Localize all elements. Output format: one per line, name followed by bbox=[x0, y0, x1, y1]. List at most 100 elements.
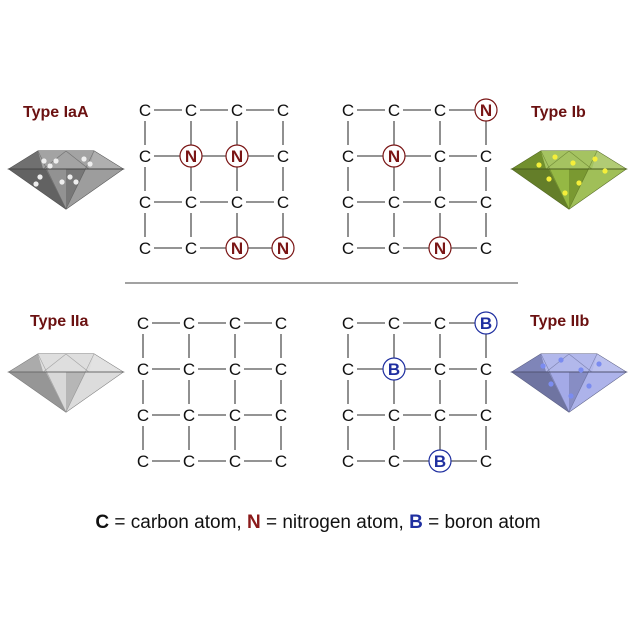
impurity-dot bbox=[562, 190, 568, 196]
impurity-dot bbox=[540, 363, 546, 369]
carbon-atom: C bbox=[434, 147, 446, 166]
nitrogen-atom-ring bbox=[474, 98, 498, 122]
label-type-ib: Type Ib bbox=[531, 104, 586, 121]
carbon-atom: C bbox=[434, 360, 446, 379]
carbon-atom: C bbox=[434, 314, 446, 333]
carbon-atom: C bbox=[388, 452, 400, 471]
boron-atom: B bbox=[434, 452, 446, 471]
carbon-atom: C bbox=[342, 406, 354, 425]
carbon-atom: C bbox=[185, 193, 197, 212]
legend-carbon-text: = carbon atom, bbox=[109, 512, 247, 533]
label-type-iib: Type IIb bbox=[530, 313, 590, 330]
diamond-gem-icon-iaa bbox=[7, 150, 125, 210]
carbon-atom: C bbox=[480, 406, 492, 425]
legend: C = carbon atom, N = nitrogen atom, B = … bbox=[0, 512, 636, 534]
lattice-bonds bbox=[347, 322, 487, 462]
carbon-atom: C bbox=[277, 193, 289, 212]
carbon-atom: C bbox=[139, 147, 151, 166]
nitrogen-atom-ring bbox=[382, 144, 406, 168]
carbon-atom: C bbox=[277, 101, 289, 120]
carbon-atom: C bbox=[137, 314, 149, 333]
nitrogen-atom-ring bbox=[225, 144, 249, 168]
nitrogen-atom: N bbox=[388, 147, 400, 166]
legend-boron-text: = boron atom bbox=[422, 512, 541, 533]
lattice-bonds bbox=[142, 322, 282, 462]
impurity-dot bbox=[568, 393, 574, 399]
legend-carbon-symbol: C bbox=[95, 512, 110, 533]
lattice-bonds bbox=[144, 109, 284, 249]
carbon-atom: C bbox=[229, 360, 241, 379]
impurity-dot bbox=[87, 161, 93, 167]
nitrogen-atom: N bbox=[480, 101, 492, 120]
nitrogen-atom-ring bbox=[225, 236, 249, 260]
impurity-dot bbox=[67, 174, 73, 180]
boron-atom-ring bbox=[382, 357, 406, 381]
carbon-atom: C bbox=[231, 193, 243, 212]
impurity-dot bbox=[37, 174, 43, 180]
boron-atom: B bbox=[388, 360, 400, 379]
carbon-atom: C bbox=[231, 101, 243, 120]
diamond-gem-icon-iia bbox=[7, 353, 125, 413]
carbon-atom: C bbox=[342, 314, 354, 333]
nitrogen-atom: N bbox=[277, 239, 289, 258]
carbon-atom: C bbox=[480, 239, 492, 258]
carbon-atom: C bbox=[434, 101, 446, 120]
carbon-atom: C bbox=[480, 147, 492, 166]
carbon-atom: C bbox=[342, 360, 354, 379]
legend-boron-symbol: B bbox=[409, 512, 423, 533]
carbon-atom: C bbox=[342, 193, 354, 212]
carbon-atom: C bbox=[434, 406, 446, 425]
nitrogen-atom-ring bbox=[179, 144, 203, 168]
legend-nitrogen-text: = nitrogen atom, bbox=[260, 512, 410, 533]
carbon-atom: C bbox=[185, 239, 197, 258]
carbon-atom: C bbox=[183, 452, 195, 471]
impurity-dot bbox=[548, 381, 554, 387]
carbon-atom: C bbox=[139, 193, 151, 212]
label-type-iia: Type IIa bbox=[30, 313, 89, 330]
carbon-atom: C bbox=[183, 314, 195, 333]
boron-atom-ring bbox=[428, 449, 452, 473]
boron-atom: B bbox=[480, 314, 492, 333]
legend-nitrogen-symbol: N bbox=[246, 512, 261, 533]
carbon-atom: C bbox=[275, 406, 287, 425]
label-type-iaa: Type IaA bbox=[23, 104, 89, 121]
carbon-atom: C bbox=[275, 452, 287, 471]
nitrogen-atom-ring bbox=[428, 236, 452, 260]
carbon-atom: C bbox=[480, 452, 492, 471]
impurity-dot bbox=[570, 160, 576, 166]
carbon-atom: C bbox=[137, 452, 149, 471]
carbon-atom: C bbox=[183, 406, 195, 425]
carbon-atom: C bbox=[342, 147, 354, 166]
impurity-dot bbox=[592, 156, 598, 162]
impurity-dot bbox=[558, 357, 564, 363]
impurity-dot bbox=[586, 383, 592, 389]
nitrogen-atom-ring bbox=[271, 236, 295, 260]
impurity-dot bbox=[596, 361, 602, 367]
carbon-atom: C bbox=[388, 239, 400, 258]
impurity-dot bbox=[546, 176, 552, 182]
diamond-gem-icon-iib bbox=[510, 353, 628, 413]
nitrogen-atom: N bbox=[231, 147, 243, 166]
impurity-dot bbox=[53, 158, 59, 164]
lattice-bonds bbox=[347, 109, 487, 249]
carbon-atom: C bbox=[139, 101, 151, 120]
nitrogen-atom: N bbox=[185, 147, 197, 166]
impurity-dot bbox=[602, 168, 608, 174]
carbon-atom: C bbox=[183, 360, 195, 379]
carbon-atom: C bbox=[229, 452, 241, 471]
impurity-dot bbox=[81, 156, 87, 162]
impurity-dot bbox=[578, 367, 584, 373]
impurity-dot bbox=[59, 179, 65, 185]
impurity-dot bbox=[47, 163, 53, 169]
carbon-atom: C bbox=[388, 101, 400, 120]
impurity-dot bbox=[33, 181, 39, 187]
carbon-atom: C bbox=[137, 360, 149, 379]
carbon-atom: C bbox=[342, 101, 354, 120]
diamond-gem-icon-ib bbox=[510, 150, 628, 210]
carbon-atom: C bbox=[388, 193, 400, 212]
carbon-atom: C bbox=[185, 101, 197, 120]
carbon-atom: C bbox=[139, 239, 151, 258]
